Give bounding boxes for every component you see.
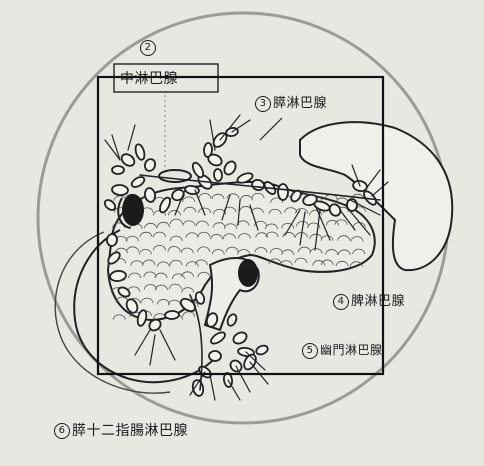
- lymph-node: [106, 233, 118, 246]
- lymph-node: [209, 351, 222, 362]
- vessel-left: [122, 194, 144, 226]
- label-5: 5幽門淋巴腺: [302, 341, 383, 359]
- label-4: 4脾淋巴腺: [333, 290, 405, 310]
- label-2-text: 中淋巴腺: [120, 68, 178, 88]
- lymph-node: [165, 311, 179, 319]
- lymph-node: [112, 184, 129, 195]
- label-2-number: 2: [140, 40, 158, 56]
- lymph-node: [213, 169, 222, 182]
- vessel-center-lumen: [238, 259, 258, 287]
- lymph-node: [278, 184, 288, 200]
- lymph-node: [112, 166, 124, 174]
